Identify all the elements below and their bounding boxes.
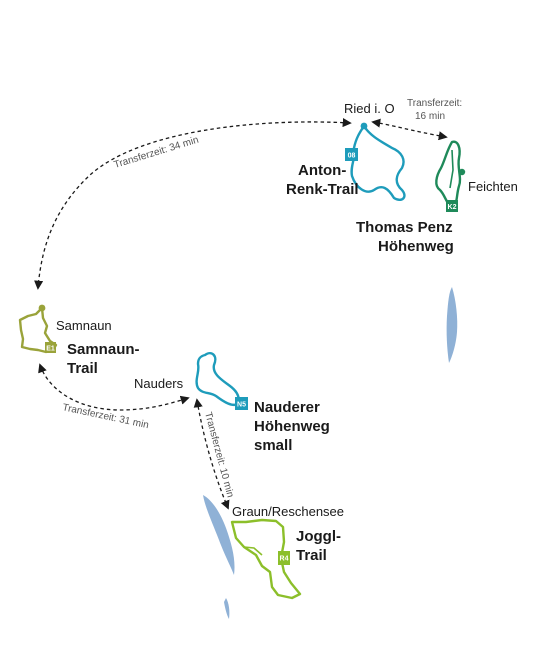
- transfer-connector-ried-feichten: [371, 118, 448, 141]
- trail-badge-nauderer-text: N5: [237, 401, 246, 408]
- trail-name-nauderer-line1: Nauderer: [254, 399, 320, 416]
- trail-badge-anton-renk: [345, 148, 358, 161]
- trail-thomas-penz: K2: [435, 140, 466, 212]
- trail-name-joggl-line1: Joggl-: [296, 528, 341, 545]
- place-label-graun: Graun/Reschensee: [232, 504, 344, 519]
- trail-name-anton-renk-line2: Renk-Trail: [286, 181, 359, 198]
- trail-badge-samnaun-text: E1: [46, 345, 55, 352]
- lake-reschensee: [203, 495, 235, 575]
- lake-lower: [224, 598, 230, 619]
- trail-samnaun: E1: [18, 304, 58, 354]
- trailhead-samnaun: [38, 304, 46, 312]
- trail-badge-joggl-text: R4: [280, 556, 289, 563]
- trail-badge-thomas-penz-text: K2: [448, 204, 457, 211]
- trailhead-feichten: [458, 168, 466, 176]
- trail-nauderer: N5: [195, 352, 248, 410]
- trailhead-ried: [360, 122, 368, 130]
- transfer-label-samnaun-nauders: Transferzeit: 31 min: [61, 402, 149, 431]
- trail-badge-samnaun: [45, 342, 56, 353]
- trail-joggl: R4: [230, 518, 302, 600]
- trail-name-joggl-line2: Trail: [296, 547, 327, 564]
- transfer-connector-samnaun-nauders: [38, 363, 190, 411]
- place-label-samnaun: Samnaun: [56, 318, 112, 333]
- trail-badge-thomas-penz: [446, 200, 458, 212]
- lake-upper: [446, 287, 458, 363]
- trail-badge-joggl: [278, 551, 290, 565]
- trail-badge-nauderer: [235, 397, 248, 410]
- transfer-connector-nauders-graun: [193, 398, 230, 510]
- transfer-label-ried-feichten-line1: Transferzeit:: [407, 98, 462, 109]
- trail-name-thomas-penz-line1: Thomas Penz: [356, 219, 453, 236]
- trail-name-nauderer-line2: Höhenweg: [254, 418, 330, 435]
- trail-badge-anton-renk-text: 08: [348, 152, 356, 159]
- trail-name-anton-renk-line1: Anton-: [298, 162, 346, 179]
- trail-anton-renk: 08: [345, 122, 406, 202]
- place-label-nauders: Nauders: [134, 376, 184, 391]
- place-label-ried: Ried i. O: [344, 101, 395, 116]
- transfer-connector-ried-samnaun: [34, 118, 352, 290]
- trail-name-nauderer-line3: small: [254, 437, 292, 454]
- trail-name-thomas-penz-line2: Höhenweg: [378, 238, 454, 255]
- trail-name-samnaun-line1: Samnaun-: [67, 341, 140, 358]
- trail-name-samnaun-line2: Trail: [67, 360, 98, 377]
- place-label-feichten: Feichten: [468, 179, 518, 194]
- transfer-label-ried-feichten-line2: 16 min: [415, 111, 445, 122]
- transfer-label-nauders-graun: Transferzeit: 10 min: [202, 411, 235, 499]
